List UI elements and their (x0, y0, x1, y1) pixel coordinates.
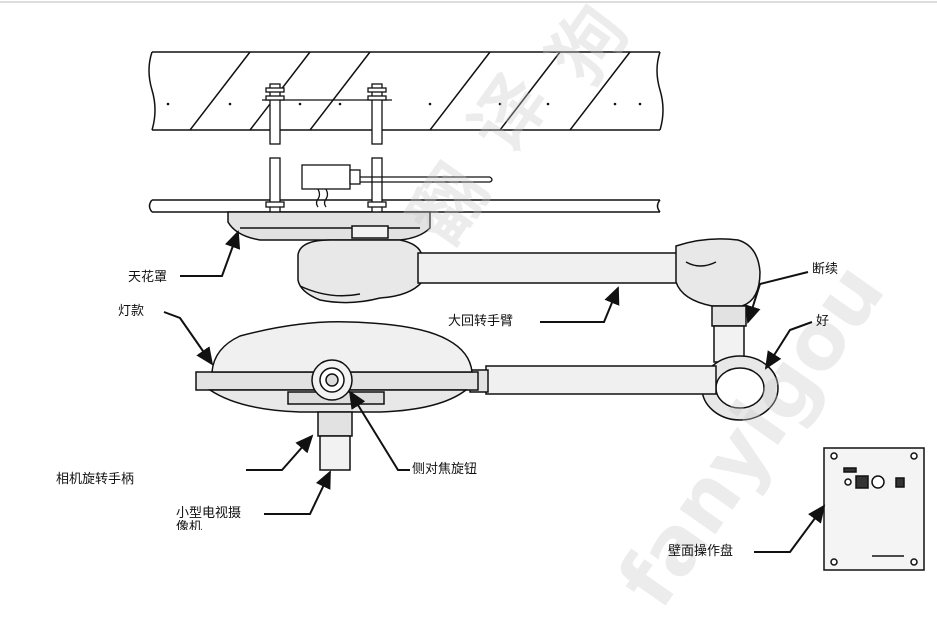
leader-good (764, 321, 813, 370)
label-good: 好 (816, 314, 830, 329)
leader-tv-camera (264, 470, 331, 515)
ceiling-canopy (227, 211, 431, 241)
label-tv-camera-line2: 像机 (176, 520, 203, 530)
leader-rotating-arm (540, 286, 620, 323)
label-break-continue: 断续 (812, 262, 839, 277)
camera-cylinder (317, 411, 353, 471)
ceiling-slab (148, 51, 664, 131)
lamp-installation-diagram (0, 1, 937, 571)
label-side-focus-knob: 侧对焦旋钮 (412, 462, 478, 477)
wall-control-panel (823, 447, 925, 571)
hanging-bolts (262, 83, 493, 239)
ceiling-dots (166, 102, 642, 106)
elbow-joint (701, 355, 779, 421)
leader-lines (163, 230, 826, 553)
leader-ceiling-cover (180, 230, 241, 277)
leader-lamp-model (163, 311, 214, 366)
label-ceiling-cover: 天花罩 (128, 270, 168, 285)
lower-arm (469, 365, 717, 395)
label-wall-panel: 壁面操作盘 (668, 544, 734, 559)
upper-arm (297, 238, 761, 363)
label-camera-handle: 相机旋转手柄 (56, 472, 135, 487)
label-large-rotating-arm: 大回转手臂 (448, 314, 514, 329)
label-lamp-model: 灯款 (118, 304, 145, 319)
label-tv-camera-line1: 小型电视摄 (176, 506, 242, 521)
suspended-ceiling (148, 199, 661, 213)
lamp-head (195, 321, 479, 413)
leader-break-continue (745, 271, 809, 324)
leader-wall-panel (754, 504, 826, 553)
leader-camera-handle (246, 434, 314, 471)
leader-focus-knob (348, 390, 410, 471)
